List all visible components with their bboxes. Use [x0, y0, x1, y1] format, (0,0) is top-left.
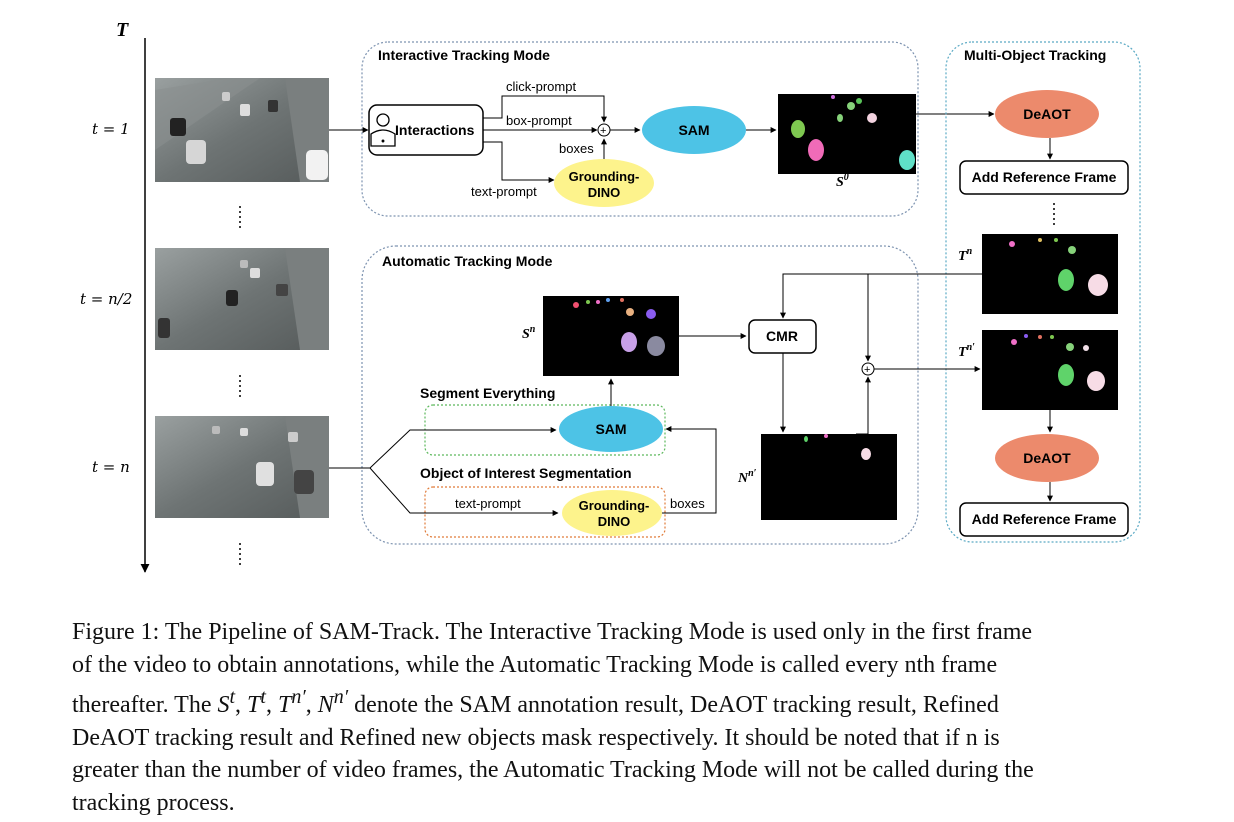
caption-line-6: tracking process. [72, 789, 235, 816]
s0-label: S0 [836, 172, 849, 190]
deaot-bottom [995, 434, 1099, 482]
user-icon [370, 113, 396, 147]
arrow-boxes-automatic [662, 426, 717, 514]
arrow-click-prompt [483, 95, 607, 123]
plus-symbol: + [600, 125, 606, 137]
interactive-mode-title: Interactive Tracking Mode [378, 47, 550, 63]
caption-line-2: of the video to obtain annotations, whil… [72, 651, 998, 678]
text-prompt-label-interactive: text-prompt [471, 184, 537, 199]
tn-label: Tn [958, 246, 973, 264]
caption-line-1: Figure 1: The Pipeline of SAM-Track. The… [72, 619, 1033, 645]
label-t1: t = 1 [92, 120, 130, 138]
mask-tn-prime [982, 330, 1118, 410]
interactive-mode-box [361, 41, 919, 217]
caption-line-3: thereafter. The St, Tt, Tn′, Nn′ denote … [72, 681, 1172, 722]
mot-box [945, 41, 1141, 543]
ooi-title: Object of Interest Segmentation [420, 465, 632, 481]
text-prompt-label-automatic: text-prompt [455, 496, 521, 511]
segment-everything-title: Segment Everything [420, 385, 555, 401]
time-axis-label: T [116, 19, 129, 41]
sam-interactive [642, 106, 746, 154]
label-t-half: t = n/2 [80, 290, 132, 308]
grounding-dino-automatic-l2: DINO [598, 514, 631, 529]
caption-line-5: greater than the number of video frames,… [72, 757, 1034, 783]
nn-prime-label: Nn′ [737, 468, 757, 486]
tn-prime-label: Tn′ [958, 342, 975, 360]
automatic-mode-box [361, 245, 919, 545]
automatic-mode-title: Automatic Tracking Mode [382, 253, 553, 269]
caption-line-4: DeAOT tracking result and Refined new ob… [72, 724, 1000, 751]
grounding-dino-interactive [554, 159, 654, 207]
deaot-top [995, 90, 1099, 138]
sam-automatic-label: SAM [595, 421, 626, 437]
sam-automatic [559, 406, 663, 452]
video-frame-tn [155, 416, 329, 518]
caption-line-3b: denote the SAM annotation result, DeAOT … [348, 692, 999, 718]
box-prompt-label: box-prompt [506, 113, 572, 128]
mask-nn-prime [761, 434, 897, 520]
arrow-nn-to-plus [856, 376, 871, 435]
arrow-to-ooi [369, 467, 426, 514]
grounding-dino-automatic-l1: Grounding- [579, 498, 650, 513]
mask-s0 [778, 94, 916, 174]
ooi-box [424, 486, 666, 538]
video-frame-t1 [155, 78, 329, 182]
sn-label: Sn [522, 324, 536, 342]
grounding-dino-interactive-l2: DINO [588, 185, 621, 200]
add-ref-frame-top [959, 160, 1129, 195]
add-ref-frame-bottom [959, 502, 1129, 537]
add-ref-frame-top-label: Add Reference Frame [972, 169, 1117, 185]
figure-caption: Figure 1: The Pipeline of SAM-Track. The… [72, 616, 1172, 819]
label-tn: t = n [92, 458, 130, 476]
mask-sn [543, 296, 679, 376]
arrow-text-prompt [483, 141, 555, 183]
mot-title: Multi-Object Tracking [964, 47, 1106, 63]
arrow-tn-to-cmr [780, 273, 982, 319]
add-ref-frame-bottom-label: Add Reference Frame [972, 511, 1117, 527]
boxes-label-automatic: boxes [670, 496, 705, 511]
sam-interactive-label: SAM [678, 122, 709, 138]
deaot-top-label: DeAOT [1023, 106, 1071, 122]
mask-tn [982, 234, 1118, 314]
video-frame-tmid [155, 248, 329, 350]
caption-math-symbols: St, Tt, Tn′, Nn′ [217, 686, 349, 718]
grounding-dino-automatic [562, 490, 662, 536]
interactions-label: Interactions [395, 122, 475, 138]
click-prompt-label: click-prompt [506, 79, 576, 94]
caption-line-3a: thereafter. The [72, 692, 218, 718]
arrow-to-segment-everything [369, 427, 557, 469]
plus-symbol: + [864, 364, 870, 376]
cmr-label: CMR [766, 328, 798, 344]
timeline-ellipsis [239, 203, 1055, 565]
boxes-label-interactive: boxes [559, 141, 594, 156]
deaot-bottom-label: DeAOT [1023, 450, 1071, 466]
pipeline-diagram: T t = 1 t = n/2 t = n [80, 19, 1141, 573]
grounding-dino-interactive-l1: Grounding- [569, 169, 640, 184]
